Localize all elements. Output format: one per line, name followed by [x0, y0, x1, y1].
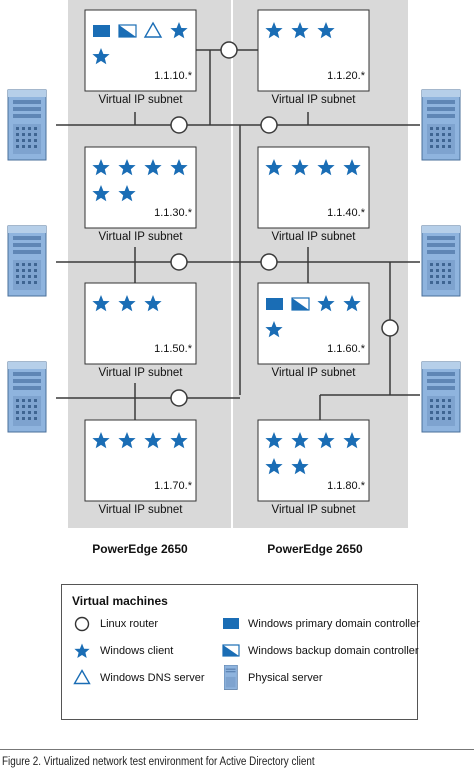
- star-icon: [74, 643, 90, 658]
- legend-item-router: Linux router: [100, 618, 159, 630]
- vm-caption: Virtual IP subnet: [272, 94, 357, 106]
- router-icon: [260, 253, 278, 271]
- backup-dc-icon: [118, 24, 137, 38]
- vm-box: 1.1.30.*: [84, 146, 197, 229]
- router-icon: [170, 253, 188, 271]
- subnet-label: 1.1.80.*: [327, 480, 366, 492]
- physical-server-icon: [421, 89, 461, 161]
- routers: [170, 41, 399, 407]
- vm-caption: Virtual IP subnet: [99, 231, 184, 243]
- vm-box: 1.1.20.*: [257, 9, 370, 92]
- vm-caption: Virtual IP subnet: [99, 94, 184, 106]
- figure-caption: Figure 2. Virtualized network test envir…: [2, 756, 315, 768]
- physical-server-icon: [7, 225, 47, 297]
- subnet-label: 1.1.70.*: [154, 480, 193, 492]
- vm-caption: Virtual IP subnet: [272, 367, 357, 379]
- vm-caption: Virtual IP subnet: [99, 504, 184, 516]
- triangle-icon: [73, 669, 91, 685]
- legend-item-primary-dc: Windows primary domain controller: [248, 618, 420, 630]
- router-icon: [74, 616, 90, 632]
- primary-dc-icon: [223, 618, 239, 629]
- legend-title: Virtual machines: [72, 594, 168, 608]
- vm-caption: Virtual IP subnet: [272, 504, 357, 516]
- legend-item-client: Windows client: [100, 645, 174, 657]
- server-label-right: PowerEdge 2650: [267, 542, 363, 556]
- triangle-icon: [143, 21, 163, 38]
- vm-box: 1.1.40.*: [257, 146, 370, 229]
- router-icon: [170, 116, 188, 134]
- legend: Virtual machines Linux router Windows cl…: [61, 584, 420, 720]
- vm-box: 1.1.60.*: [257, 282, 370, 365]
- legend-item-backup-dc: Windows backup domain controller: [248, 645, 419, 657]
- backup-dc-icon: [291, 297, 310, 311]
- legend-item-physical-server: Physical server: [248, 672, 323, 684]
- subnet-label: 1.1.30.*: [154, 207, 193, 219]
- subnet-label: 1.1.50.*: [154, 343, 193, 355]
- caption-rule: [0, 749, 474, 750]
- physical-server-icon: [421, 361, 461, 433]
- vm-box: 1.1.70.*: [84, 419, 197, 502]
- subnet-label: 1.1.20.*: [327, 70, 366, 82]
- router-icon: [220, 41, 238, 59]
- physical-server-icon: [224, 665, 238, 690]
- physical-server-icon: [421, 225, 461, 297]
- vm-box: 1.1.80.*: [257, 419, 370, 502]
- legend-item-dns: Windows DNS server: [100, 672, 205, 684]
- subnet-label: 1.1.60.*: [327, 343, 366, 355]
- backup-dc-icon: [222, 644, 240, 657]
- vm-box: 1.1.50.*: [84, 282, 197, 365]
- server-label-left: PowerEdge 2650: [92, 542, 188, 556]
- primary-dc-icon: [266, 298, 283, 310]
- vm-caption: Virtual IP subnet: [99, 367, 184, 379]
- router-icon: [381, 319, 399, 337]
- physical-server-icon: [7, 361, 47, 433]
- physical-server-icon: [7, 89, 47, 161]
- router-icon: [260, 116, 278, 134]
- vm-box: 1.1.10.*: [84, 9, 197, 92]
- primary-dc-icon: [93, 25, 110, 37]
- subnet-label: 1.1.10.*: [154, 70, 193, 82]
- subnet-label: 1.1.40.*: [327, 207, 366, 219]
- router-icon: [170, 389, 188, 407]
- vm-caption: Virtual IP subnet: [272, 231, 357, 243]
